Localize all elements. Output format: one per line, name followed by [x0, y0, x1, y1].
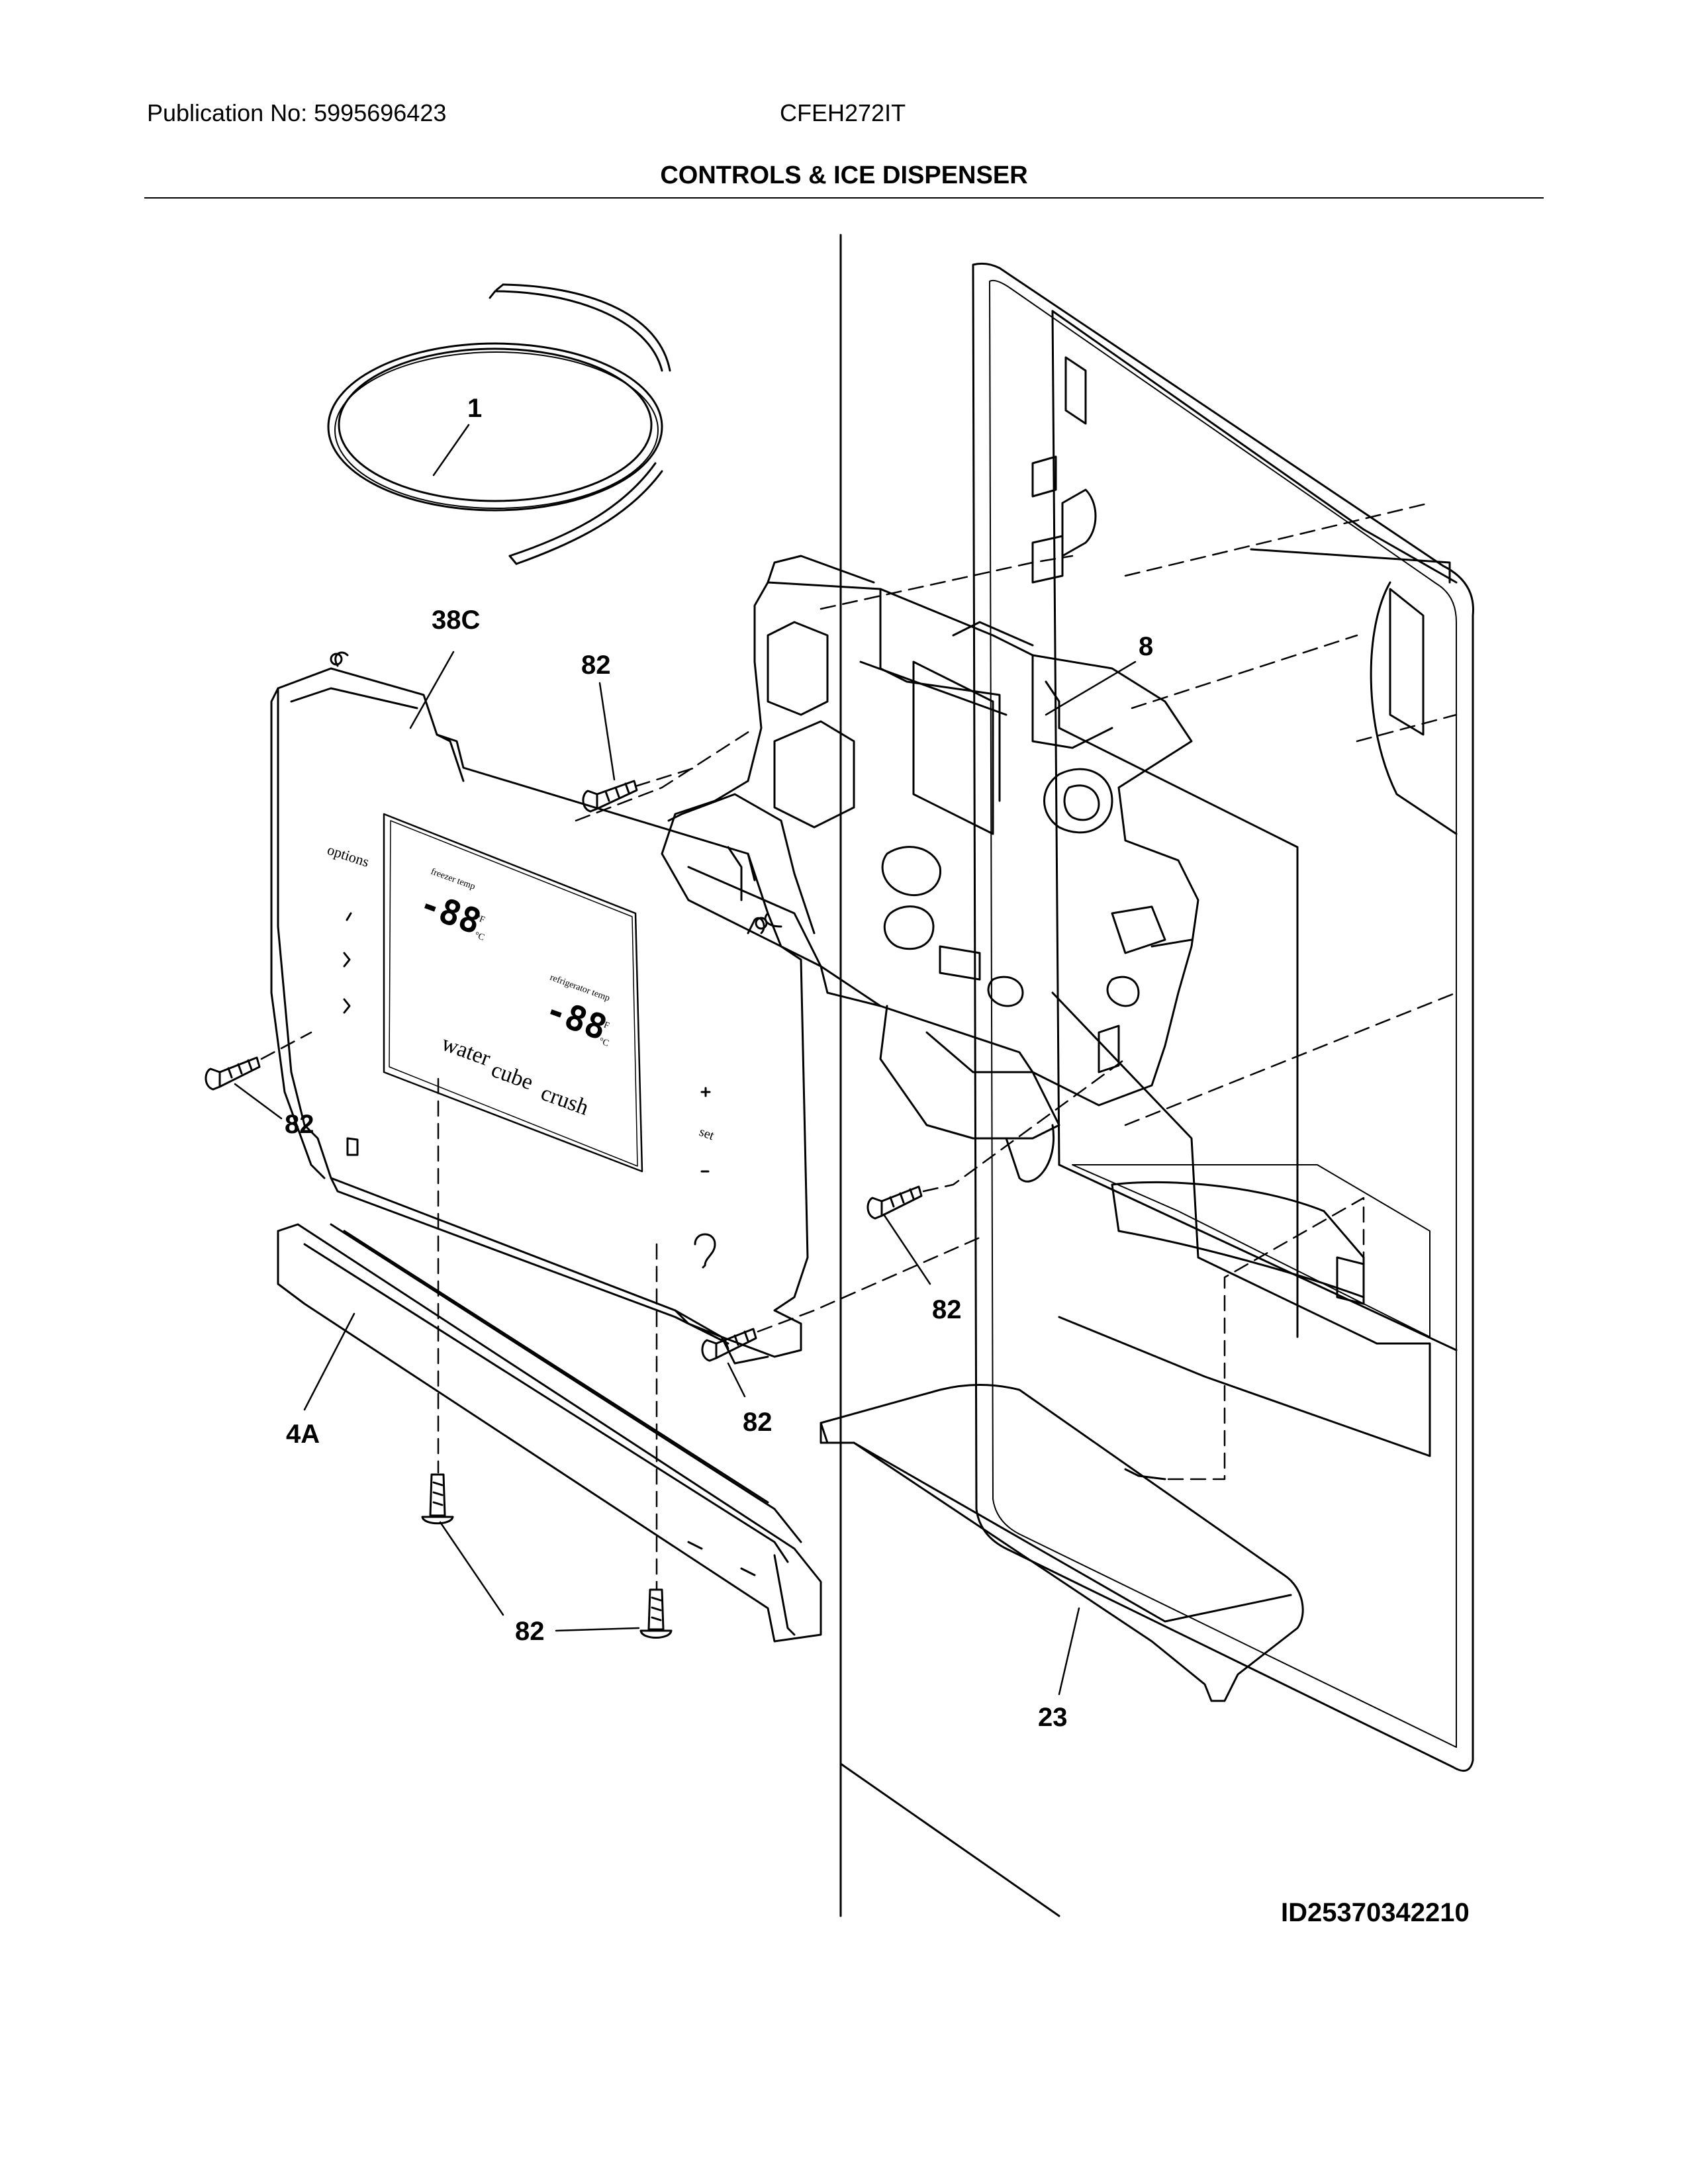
- freezer-unit-c: °C: [473, 931, 486, 943]
- screw-82-d: [701, 1328, 757, 1362]
- diagram-id: ID25370342210: [1281, 1898, 1470, 1927]
- callout-8: 8: [1139, 632, 1153, 661]
- refrigerator-unit-f: °F: [599, 1019, 611, 1032]
- title-rule: [144, 197, 1544, 199]
- ice-dispenser-assembly: [661, 555, 1199, 1183]
- screw-82-f: [639, 1588, 673, 1639]
- panel-water-label: water: [438, 1031, 494, 1071]
- leader-lines: [234, 424, 1137, 1696]
- refrigerator-unit-c: °C: [598, 1036, 610, 1049]
- freezer-unit-f: °F: [475, 913, 487, 926]
- panel-options-label: options: [325, 841, 371, 870]
- callout-82-right: 82: [932, 1295, 962, 1324]
- water-tubing-coil: [327, 283, 671, 565]
- panel-set-label: set: [697, 1124, 716, 1143]
- callout-23: 23: [1038, 1703, 1068, 1732]
- model-number: CFEH272IT: [780, 99, 906, 126]
- screw-82-c: [867, 1185, 923, 1220]
- panel-crush-label: crush: [538, 1081, 592, 1120]
- drip-tray: [820, 1384, 1304, 1702]
- dispenser-trim-strip: [277, 1223, 822, 1643]
- callout-82-top: 82: [581, 651, 611, 680]
- dispenser-cavity-housing: [972, 262, 1474, 1772]
- publication-number: Publication No: 5995696423: [147, 99, 447, 126]
- callout-82-bottom: 82: [515, 1617, 545, 1646]
- callout-4a: 4A: [286, 1420, 320, 1449]
- panel-cube-label: cube: [488, 1058, 536, 1095]
- callout-1: 1: [467, 394, 482, 423]
- assembly-lines: [260, 502, 1458, 1590]
- callout-38c: 38C: [432, 606, 480, 635]
- screw-82-b: [205, 1056, 261, 1091]
- callout-82-middle: 82: [743, 1408, 773, 1437]
- door-bottom-edge: [839, 1762, 1060, 1917]
- callout-82-left: 82: [285, 1110, 314, 1139]
- control-panel-assembly: [270, 651, 809, 1365]
- page-title: CONTROLS & ICE DISPENSER: [660, 161, 1028, 189]
- screw-82-e: [421, 1473, 454, 1525]
